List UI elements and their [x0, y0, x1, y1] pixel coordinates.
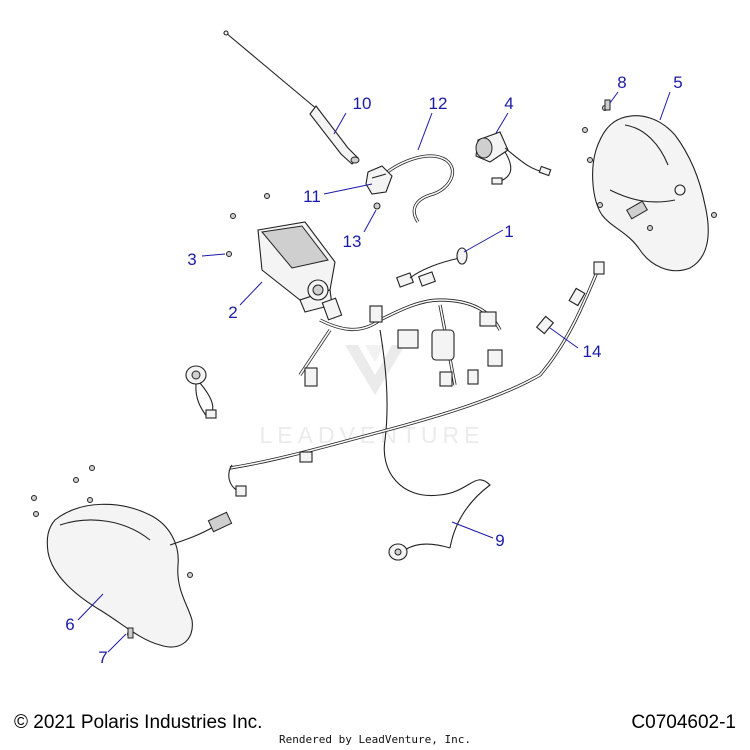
callout-9: 9 [495, 531, 504, 550]
part-main-harness [298, 297, 503, 441]
callout-2: 2 [228, 303, 237, 322]
callout-1: 1 [504, 222, 513, 241]
callouts: 10 12 4 8 5 11 13 1 3 2 14 9 6 7 [65, 73, 682, 667]
callout-14: 14 [583, 342, 602, 361]
callout-3: 3 [187, 250, 196, 269]
leader-6 [77, 593, 104, 621]
leader-14 [549, 327, 579, 349]
callout-13: 13 [343, 232, 362, 251]
part-hose [378, 154, 454, 223]
leader-13 [363, 209, 377, 233]
part-screw-7 [127, 627, 134, 639]
part-antenna [223, 30, 360, 165]
part-left-switch [185, 365, 217, 419]
callout-7: 7 [98, 648, 107, 667]
part-right-housing [582, 105, 717, 272]
part-harness-branch [228, 261, 605, 497]
part-gauge-housing [257, 221, 336, 313]
rendered-by-text: Rendered by LeadVenture, Inc. [278, 733, 472, 746]
document-number: C0704602-1 [631, 712, 736, 733]
leader-11 [323, 183, 373, 195]
part-switch [475, 131, 552, 185]
leader-1 [463, 229, 504, 253]
leader-8 [609, 91, 619, 104]
callout-6: 6 [65, 615, 74, 634]
leader-lines [77, 91, 671, 653]
callout-5: 5 [673, 73, 682, 92]
part-screws-3 [226, 193, 270, 257]
leader-4 [495, 112, 509, 134]
leader-9 [451, 521, 494, 539]
part-antenna-mount [365, 165, 393, 195]
leader-3 [201, 253, 226, 257]
leader-12 [417, 112, 433, 151]
part-connector-pigtail [396, 247, 468, 288]
part-screw-8 [604, 99, 611, 111]
leader-7 [107, 633, 127, 653]
copyright-text: © 2021 Polaris Industries Inc. [14, 712, 263, 733]
leader-5 [659, 91, 671, 121]
callout-11: 11 [303, 187, 321, 206]
callout-4: 4 [504, 94, 513, 113]
part-screw-13 [373, 202, 381, 210]
part-sensor-lead [383, 439, 491, 561]
callout-10: 10 [353, 94, 372, 113]
callout-8: 8 [617, 73, 626, 92]
callout-12: 12 [429, 94, 448, 113]
part-left-housing [31, 465, 233, 648]
leader-10 [333, 112, 347, 135]
leader-2 [239, 281, 263, 306]
